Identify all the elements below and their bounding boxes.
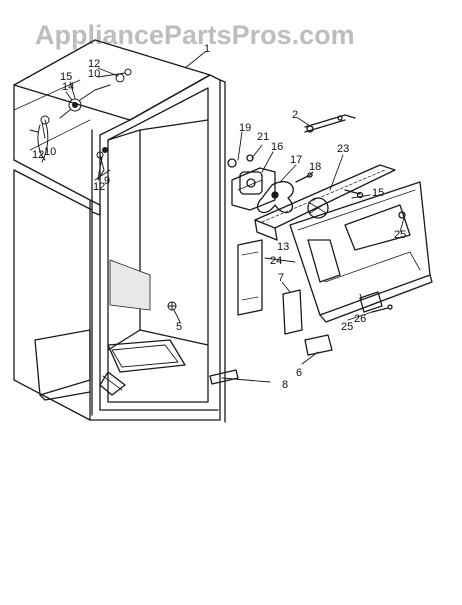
callout-1: 1 bbox=[204, 43, 210, 55]
panel-part-13 bbox=[237, 239, 263, 316]
callout-9: 9 bbox=[104, 175, 110, 187]
callout-24: 24 bbox=[270, 255, 282, 267]
callout-21: 21 bbox=[257, 131, 269, 143]
watermark-text: AppliancePartsPros.com bbox=[35, 20, 355, 50]
callout-23: 23 bbox=[337, 143, 349, 155]
callout-19: 19 bbox=[239, 122, 251, 134]
callout-18: 18 bbox=[309, 161, 321, 173]
callout-5: 5 bbox=[176, 321, 182, 333]
callout-10-top: 10 bbox=[88, 68, 100, 80]
plate-part-26 bbox=[359, 291, 393, 313]
callout-25-right: 25 bbox=[394, 229, 406, 241]
fan-motor-assembly bbox=[227, 154, 313, 214]
callout-14: 14 bbox=[62, 81, 74, 93]
callout-25-bottom: 25 bbox=[341, 321, 353, 333]
part-2-rod bbox=[304, 114, 356, 133]
callout-6: 6 bbox=[296, 367, 302, 379]
callout-15-right: 15 bbox=[372, 187, 384, 199]
callout-12-left: 12 bbox=[32, 149, 44, 161]
leader-lines bbox=[41, 51, 405, 383]
callout-26: 26 bbox=[354, 313, 366, 325]
callout-16: 16 bbox=[271, 141, 283, 153]
bracket-part-6 bbox=[304, 334, 333, 356]
callout-12-mid: 12 bbox=[93, 181, 105, 193]
bracket-part-7 bbox=[282, 289, 303, 335]
callout-17: 17 bbox=[290, 154, 302, 166]
callout-2: 2 bbox=[292, 109, 298, 121]
callout-12-top: 12 bbox=[88, 58, 100, 70]
callout-13: 13 bbox=[277, 241, 289, 253]
callout-8: 8 bbox=[282, 379, 288, 391]
callout-labels: 1 2 5 6 7 8 9 10 10 12 12 12 13 14 15 15… bbox=[32, 43, 406, 391]
cabinet-liner bbox=[13, 39, 226, 423]
screw-part-5 bbox=[167, 301, 177, 311]
callout-15-top: 15 bbox=[60, 71, 72, 83]
callout-10-left: 10 bbox=[44, 146, 56, 158]
strip-part-8 bbox=[209, 369, 239, 385]
callout-7: 7 bbox=[278, 272, 284, 284]
fan-shroud-part-23 bbox=[254, 164, 396, 241]
rear-panel-part-24 bbox=[289, 181, 433, 323]
